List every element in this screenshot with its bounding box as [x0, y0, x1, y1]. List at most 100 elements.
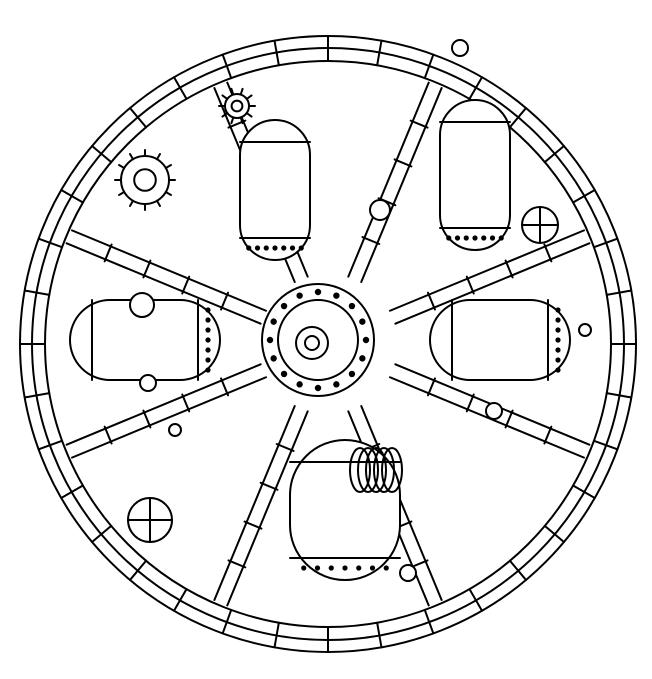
spoke-flange	[103, 243, 113, 263]
tank	[239, 119, 311, 261]
bulb	[485, 402, 503, 420]
hub-bolt	[348, 302, 356, 310]
rivet	[263, 245, 269, 251]
bulb	[578, 323, 592, 337]
rivet	[454, 235, 461, 241]
tank	[429, 299, 571, 381]
rivet	[328, 565, 334, 571]
spoke-flange	[393, 158, 413, 168]
rivet	[472, 235, 478, 241]
spoke-flange	[227, 559, 247, 569]
pipe-joint	[508, 107, 527, 129]
pipe-joint	[468, 76, 483, 100]
gear-tooth	[239, 116, 244, 125]
coil-loop	[373, 447, 395, 493]
central-hub-axle	[304, 335, 320, 351]
spoke-flange	[361, 236, 381, 246]
rivet	[555, 307, 561, 313]
rivet	[489, 235, 496, 241]
pipe-joint	[605, 392, 633, 399]
pipe-joint	[572, 484, 596, 499]
spoke-flange	[275, 442, 295, 452]
rivet	[342, 565, 348, 571]
spoke-flange	[426, 291, 436, 311]
spoke-pipe	[394, 242, 591, 325]
rivet	[205, 337, 211, 343]
bulb	[399, 564, 417, 582]
rivet	[356, 565, 362, 571]
spoke-pipe	[213, 404, 296, 602]
rivet	[254, 245, 261, 251]
rivet	[463, 235, 469, 241]
rivet	[555, 337, 561, 343]
gear-tooth	[156, 199, 161, 207]
spoke-pipe	[347, 81, 430, 278]
spoke-flange	[504, 409, 514, 429]
bulb	[369, 199, 391, 221]
gear-tooth	[118, 164, 126, 169]
spoke-flange	[543, 243, 553, 263]
spoke-pipe	[388, 229, 586, 312]
hub-bolt	[333, 381, 340, 388]
gear-hub	[133, 168, 157, 192]
rivet	[555, 357, 561, 363]
spoke-pipe	[65, 363, 262, 446]
pipe-joint	[91, 524, 113, 543]
spoke-flange	[465, 275, 475, 295]
spoke-pipe	[65, 242, 262, 325]
rivet	[555, 367, 561, 373]
pipe-joint	[592, 237, 619, 249]
gear-tooth	[245, 94, 253, 100]
pipe-joint	[60, 189, 84, 204]
pipe-joint	[37, 439, 64, 451]
rivet	[555, 347, 561, 353]
gear-tooth	[221, 112, 229, 118]
rivet	[369, 565, 376, 571]
bulb	[139, 374, 157, 392]
tank	[439, 99, 511, 251]
gear-tooth	[118, 191, 126, 196]
pipe-joint	[60, 484, 84, 499]
coil-loop	[349, 447, 371, 493]
spoke-flange	[181, 275, 191, 295]
gear-tooth	[221, 94, 229, 100]
pipe-joint	[91, 145, 113, 164]
coil-loop	[365, 447, 387, 493]
rivet	[481, 235, 487, 241]
tank	[289, 439, 401, 581]
spoke-flange	[103, 425, 113, 445]
rivet	[298, 245, 304, 251]
hub-bolt	[359, 355, 366, 362]
hub-bolt	[314, 384, 322, 392]
hub-bolt	[280, 302, 288, 310]
gear-tooth	[230, 87, 235, 96]
spoke-pipe	[360, 86, 443, 284]
bulb	[451, 39, 469, 57]
pipe-joint	[273, 621, 280, 649]
spoke-pipe	[70, 229, 268, 312]
coil-loop	[381, 447, 403, 493]
rivet	[205, 307, 211, 313]
spoke-pipe	[388, 376, 586, 459]
bulb	[168, 423, 182, 437]
hub-bolt	[296, 381, 303, 388]
hub-bolt	[333, 292, 340, 299]
spoke-flange	[142, 409, 152, 429]
pipe-joint	[376, 621, 383, 649]
pipe-joint	[508, 559, 527, 581]
rivet	[205, 357, 211, 363]
spoke-flange	[543, 425, 553, 445]
rivet	[205, 367, 211, 373]
rivet	[498, 235, 504, 241]
pipe-joint	[221, 53, 233, 80]
gear-tooth	[230, 116, 235, 125]
pipe-joint	[129, 559, 148, 581]
rivet	[246, 245, 252, 251]
hub-bolt	[314, 288, 322, 296]
rivet	[446, 235, 452, 241]
spoke-flange	[220, 291, 230, 311]
hub-bolt	[296, 292, 303, 299]
spoke-pipe	[70, 376, 268, 459]
hub-bolt	[362, 336, 370, 344]
